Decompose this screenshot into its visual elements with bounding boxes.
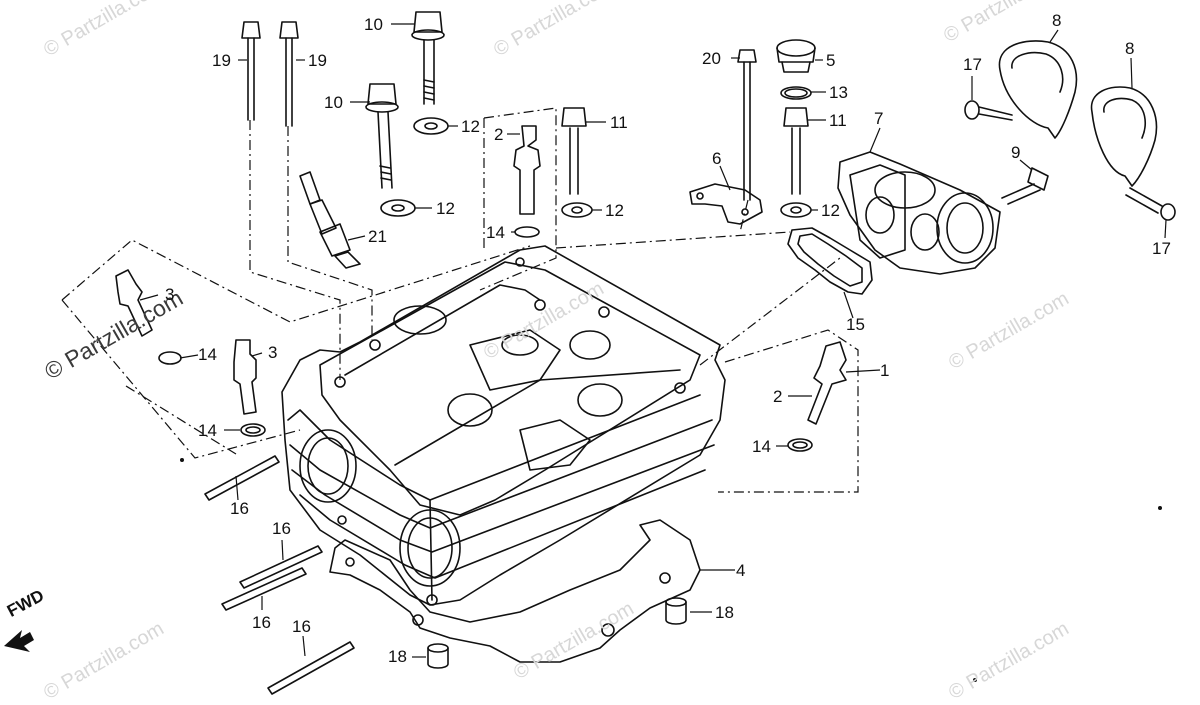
- assembly-outline-right: [718, 329, 859, 493]
- part-label-11: 11: [829, 111, 847, 130]
- cylinder-head: [281, 245, 726, 606]
- part-label-14: 14: [198, 421, 217, 440]
- part-label-12: 12: [461, 117, 480, 136]
- part-label-8: 8: [1052, 11, 1062, 30]
- o-ring-14-right: [787, 438, 813, 452]
- part-label-10: 10: [364, 15, 383, 34]
- bolt-20: [737, 49, 757, 201]
- part-label-21: 21: [368, 227, 387, 246]
- part-label-14: 14: [486, 223, 505, 242]
- part-label-15: 15: [846, 315, 865, 334]
- assembly-outline-top: [479, 107, 557, 291]
- part-label-5: 5: [826, 51, 836, 70]
- washer-12-a: [413, 117, 449, 135]
- part-label-17: 17: [1152, 239, 1171, 258]
- stud-16-b: [239, 545, 323, 589]
- o-ring-13: [780, 86, 812, 100]
- band-clamp-8-left: [998, 40, 1078, 139]
- part-label-18: 18: [388, 647, 407, 666]
- carb-holder-7: [837, 151, 1001, 275]
- stud-3-center: [233, 339, 257, 415]
- o-ring-14-left: [158, 351, 182, 365]
- stud-2-upper: [513, 125, 541, 215]
- part-label-19: 19: [308, 51, 327, 70]
- part-label-17: 17: [963, 55, 982, 74]
- dowel-pin-18-bottom: [427, 643, 449, 669]
- dowel-pin-18-right: [665, 597, 687, 625]
- o-ring-14-center: [240, 423, 266, 437]
- part-label-3: 3: [268, 343, 278, 362]
- washer-12-d: [780, 202, 812, 218]
- part-label-11: 11: [610, 113, 628, 132]
- part-label-3: 3: [165, 285, 175, 304]
- part-label-12: 12: [821, 201, 840, 220]
- bolt-11-center: [561, 107, 587, 195]
- bolt-11-right: [783, 107, 809, 195]
- part-label-13: 13: [829, 83, 848, 102]
- part-label-1: 1: [880, 361, 890, 380]
- part-label-19: 19: [212, 51, 231, 70]
- part-label-18: 18: [715, 603, 734, 622]
- stud-2-right: [807, 341, 847, 425]
- bolt-19-left: [241, 21, 261, 121]
- part-label-12: 12: [605, 201, 624, 220]
- part-label-8: 8: [1125, 39, 1135, 58]
- stud-16-d: [267, 641, 355, 695]
- part-label-2: 2: [494, 125, 504, 144]
- plug-cap-5: [776, 39, 816, 73]
- part-label-9: 9: [1011, 143, 1021, 162]
- spark-plug-21: [299, 171, 361, 269]
- part-label-16: 16: [252, 613, 271, 632]
- part-label-6: 6: [712, 149, 722, 168]
- gasket-15: [787, 227, 873, 295]
- o-ring-14-upper: [514, 226, 540, 238]
- part-label-14: 14: [198, 345, 217, 364]
- washer-12-b: [380, 199, 416, 217]
- part-label-16: 16: [292, 617, 311, 636]
- bolt-10-upper: [411, 11, 445, 105]
- part-label-20: 20: [702, 49, 721, 68]
- bolt-9: [1001, 167, 1049, 205]
- bolt-10-lower: [365, 83, 399, 189]
- part-label-4: 4: [736, 561, 746, 580]
- band-clamp-8-right: [1090, 86, 1158, 187]
- screw-17-upper: [964, 100, 1013, 121]
- stud-3-left: [115, 269, 153, 337]
- part-label-7: 7: [874, 109, 884, 128]
- assembly-outline-left: [61, 239, 531, 323]
- part-label-16: 16: [230, 499, 249, 518]
- part-label-12: 12: [436, 199, 455, 218]
- part-label-14: 14: [752, 437, 771, 456]
- bracket-6: [689, 183, 763, 225]
- part-label-10: 10: [324, 93, 343, 112]
- bolt-19-right: [279, 21, 299, 127]
- stud-16-c: [221, 567, 307, 611]
- stud-16-a: [204, 455, 280, 501]
- fwd-arrow-icon: [4, 630, 34, 652]
- part-label-16: 16: [272, 519, 291, 538]
- washer-12-c: [561, 202, 593, 218]
- head-gasket: [329, 519, 701, 663]
- screw-17-lower: [1125, 187, 1176, 221]
- part-label-2: 2: [773, 387, 783, 406]
